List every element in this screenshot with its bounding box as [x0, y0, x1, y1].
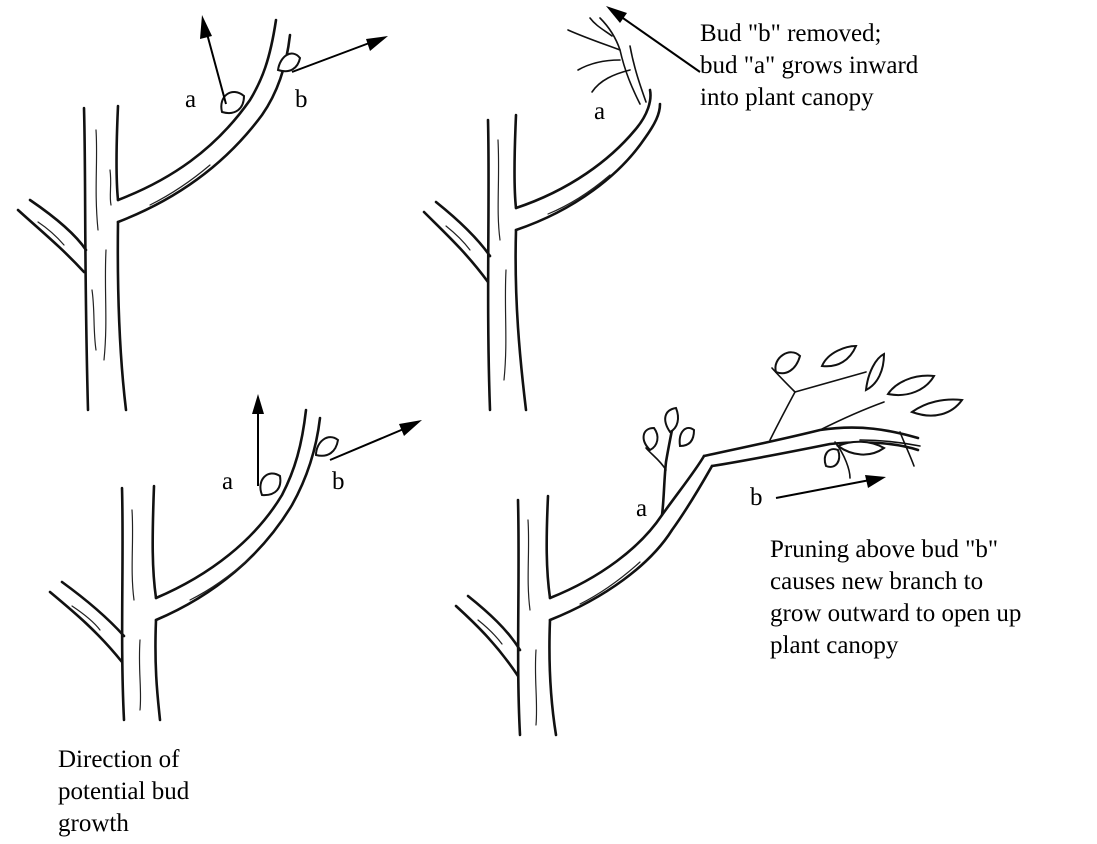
panel-caption: Pruning above bud "b" causes new branch … [770, 534, 1021, 662]
inward-growth-arrow [606, 6, 700, 72]
caption-line: plant canopy [770, 630, 1021, 662]
bud-a-label: a [222, 468, 233, 496]
panel-caption: Bud "b" removed; bud "a" grows inward in… [700, 18, 918, 114]
bud-b-label: b [332, 468, 345, 496]
caption-line: into plant canopy [700, 82, 918, 114]
caption-line: Pruning above bud "b" [770, 534, 1021, 566]
tree-trunk [50, 486, 160, 720]
caption-line: grow outward to open up [770, 598, 1021, 630]
outward-growth-arrow [776, 475, 886, 498]
tree-trunk [18, 106, 126, 410]
growth-arrow-b [330, 420, 422, 460]
panel-top-right-drawing [424, 6, 700, 410]
caption-line: growth [58, 808, 189, 840]
branch [516, 90, 660, 230]
growth-arrow-b [292, 36, 388, 72]
tree-trunk [456, 496, 556, 735]
caption-line: bud "a" grows inward [700, 50, 918, 82]
growth-arrow-a [252, 394, 264, 486]
bud-a-label: a [636, 495, 647, 523]
panel-caption: Direction of potential bud growth [58, 744, 189, 840]
bud-a-label: a [594, 98, 605, 126]
branch [156, 410, 320, 620]
branch [550, 456, 712, 620]
bud-b [278, 54, 300, 72]
caption-line: Direction of [58, 744, 189, 776]
bud-b [316, 437, 338, 456]
panel-bottom-left-drawing [50, 394, 422, 720]
tree-trunk [424, 115, 526, 410]
bud-a-shoot [644, 408, 694, 515]
bud-a-label: a [185, 86, 196, 114]
panel-top-left-drawing [18, 15, 388, 410]
new-outward-branch [704, 346, 962, 478]
bud-b-label: b [295, 86, 308, 114]
bud-a [260, 473, 280, 495]
caption-line: causes new branch to [770, 566, 1021, 598]
growth-arrow-a [200, 15, 226, 104]
branch [118, 20, 290, 222]
new-inward-shoot [568, 18, 646, 104]
caption-line: Bud "b" removed; [700, 18, 918, 50]
caption-line: potential bud [58, 776, 189, 808]
bud-b-label: b [750, 484, 763, 512]
